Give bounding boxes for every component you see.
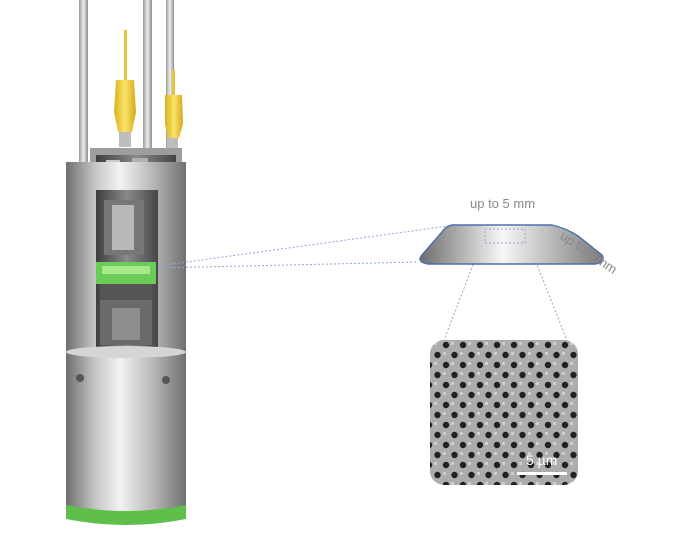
sample-plate-icon [419,224,604,265]
screw-right [162,376,170,384]
lower-cylinder [66,352,186,515]
left-rod [79,0,88,175]
right-rod [166,0,174,160]
yellow-connector-right [165,70,183,152]
scale-bar-label: 5 µm [526,452,558,468]
micrograph-image [430,340,578,485]
yellow-connector-left [114,30,136,147]
sample-plate [419,224,604,265]
scale-bar [517,472,567,475]
porous-grid-micrograph [430,340,578,485]
width-label: up to 5 mm [470,196,536,211]
projection-line-bottom [157,261,419,269]
sample-holder-cutaway-icon [66,0,186,525]
screw-left [76,374,84,382]
center-rod [143,0,152,150]
projection-line-top [157,225,449,267]
zoom-region [484,228,526,244]
green-base-ring [66,505,186,525]
